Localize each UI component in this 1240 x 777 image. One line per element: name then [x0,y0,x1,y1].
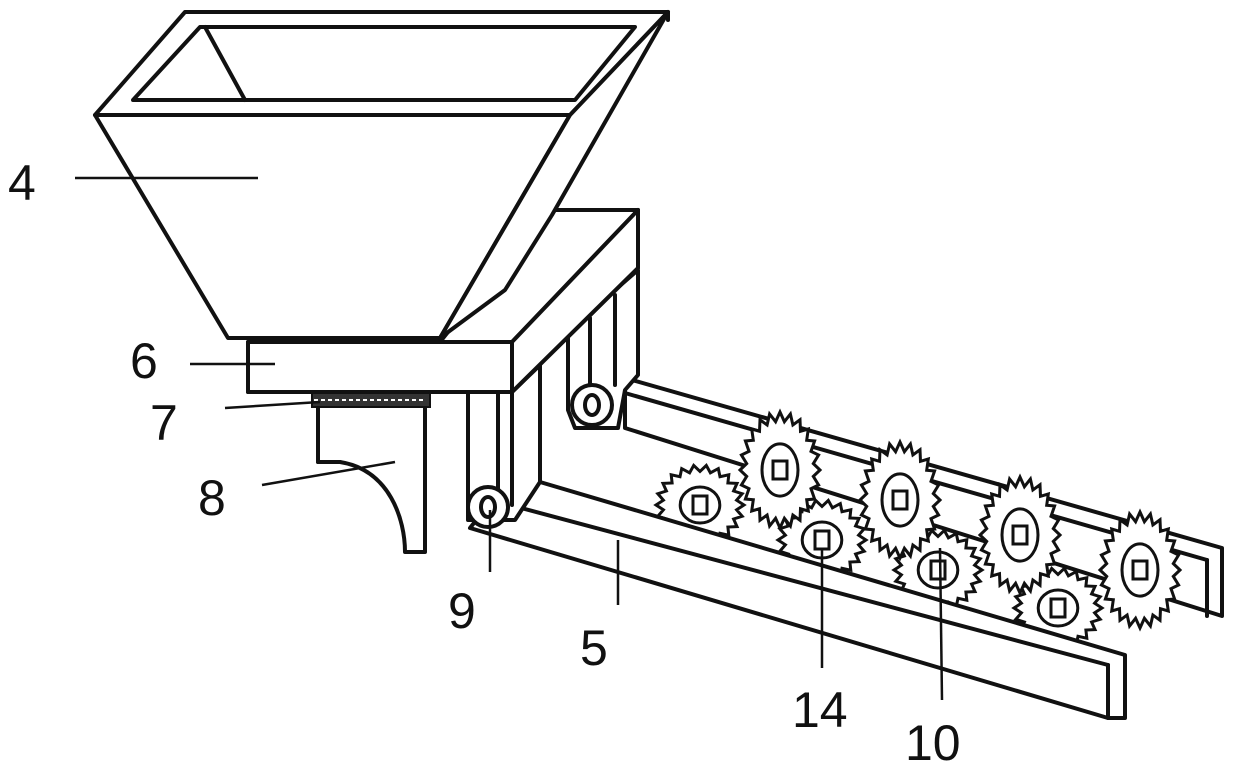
label-4: 4 [8,155,36,211]
lower-gear-2-bore [813,529,831,551]
hopper [93,10,670,340]
upper-gear-2-bore [891,489,909,511]
leader-lines [75,176,944,701]
lower-gear-1-bore [691,494,709,516]
lower-gear-3-bore [929,559,947,581]
part-labels: 4 6 7 8 9 5 14 10 [8,155,961,771]
upper-gear-2 [857,438,943,562]
lower-gear-4-bore [1049,597,1067,619]
upper-gear-3 [977,473,1063,597]
lower-gear-3 [891,527,985,613]
upper-gear-1 [737,408,823,532]
label-7: 7 [150,395,178,451]
label-14: 14 [792,682,848,738]
label-6: 6 [130,333,158,389]
front-arm [466,363,542,529]
upper-gear-4 [1097,508,1183,632]
rear-pivot-roller [570,383,614,427]
gear-strip [311,392,431,408]
chute [316,396,427,554]
leader-8 [261,460,396,487]
upper-gear-3-bore [1011,524,1029,546]
outlet-box [246,208,640,394]
front-pivot-roller [466,485,510,529]
label-5: 5 [580,620,608,676]
label-9: 9 [448,583,476,639]
label-8: 8 [198,470,226,526]
upper-gear-4-bore [1131,559,1149,581]
leader-10 [938,547,944,701]
leader-7 [224,400,321,410]
upper-gear-1-bore [771,459,789,481]
label-10: 10 [905,715,961,771]
